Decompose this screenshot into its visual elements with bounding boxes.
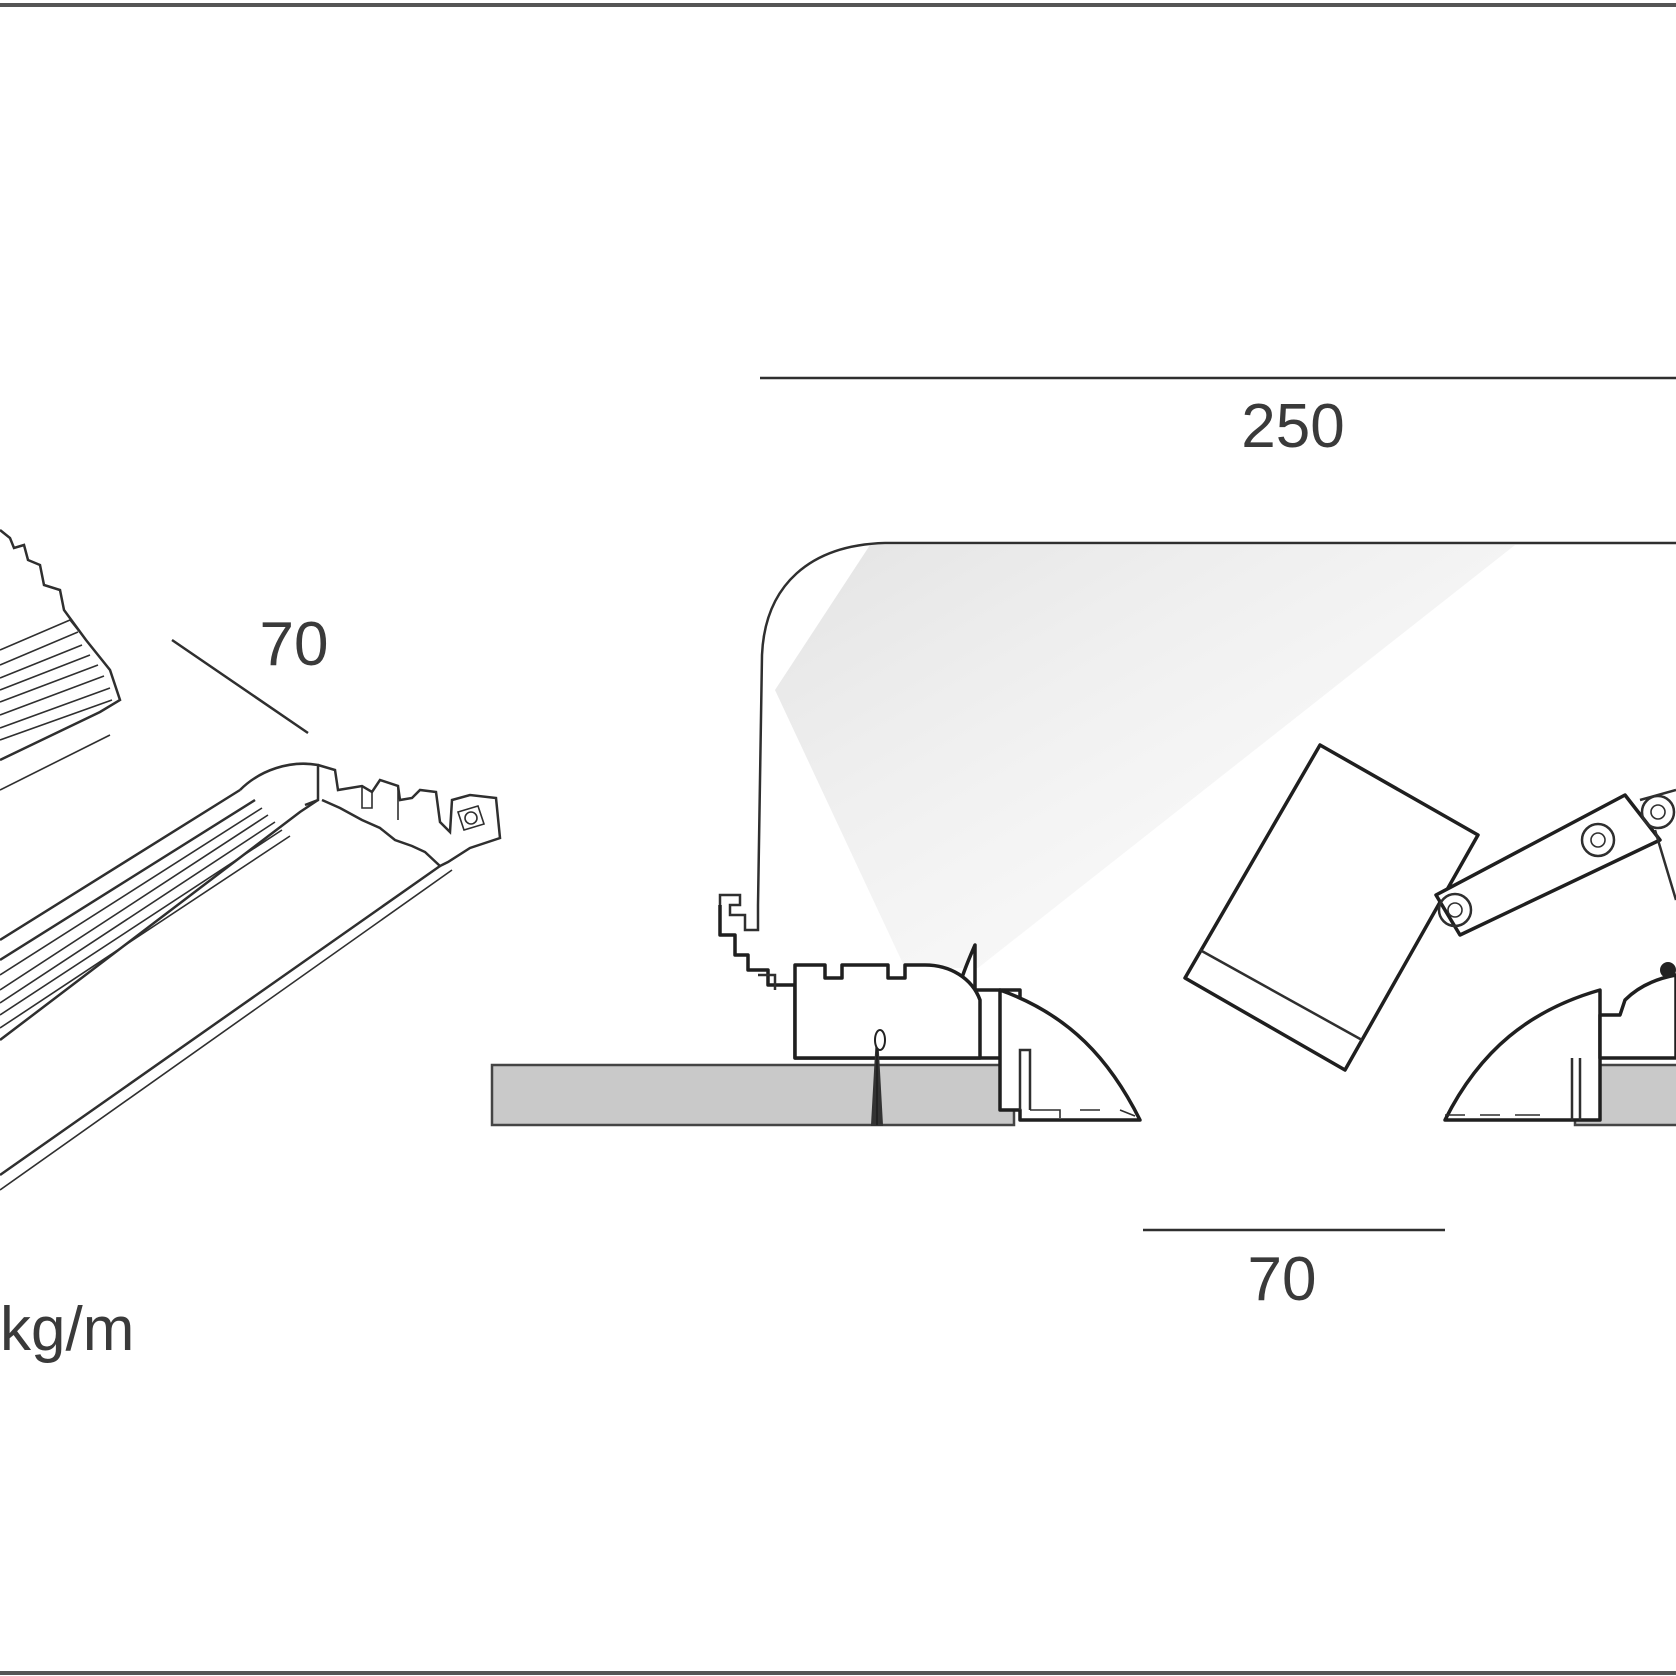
mounting-arm	[1434, 788, 1676, 937]
upper-profile	[0, 529, 122, 791]
reveal-outline	[756, 541, 1676, 906]
left-profile	[718, 893, 1142, 1126]
section-view: 250	[490, 376, 1676, 1314]
perspective-width-dimension-line	[171, 638, 309, 735]
luminaire-head	[1183, 743, 1480, 1072]
right-profile	[1443, 962, 1676, 1122]
perspective-width-label: 70	[260, 610, 329, 679]
left-ceiling-slab	[490, 1063, 1016, 1127]
weight-label: kg/m	[0, 1295, 134, 1364]
perspective-view: 70 kg/m	[0, 529, 502, 1364]
lower-profile	[0, 762, 502, 1191]
overall-width-label: 250	[1241, 392, 1344, 461]
slot-width-label: 70	[1248, 1245, 1317, 1314]
light-beam	[775, 545, 1515, 968]
